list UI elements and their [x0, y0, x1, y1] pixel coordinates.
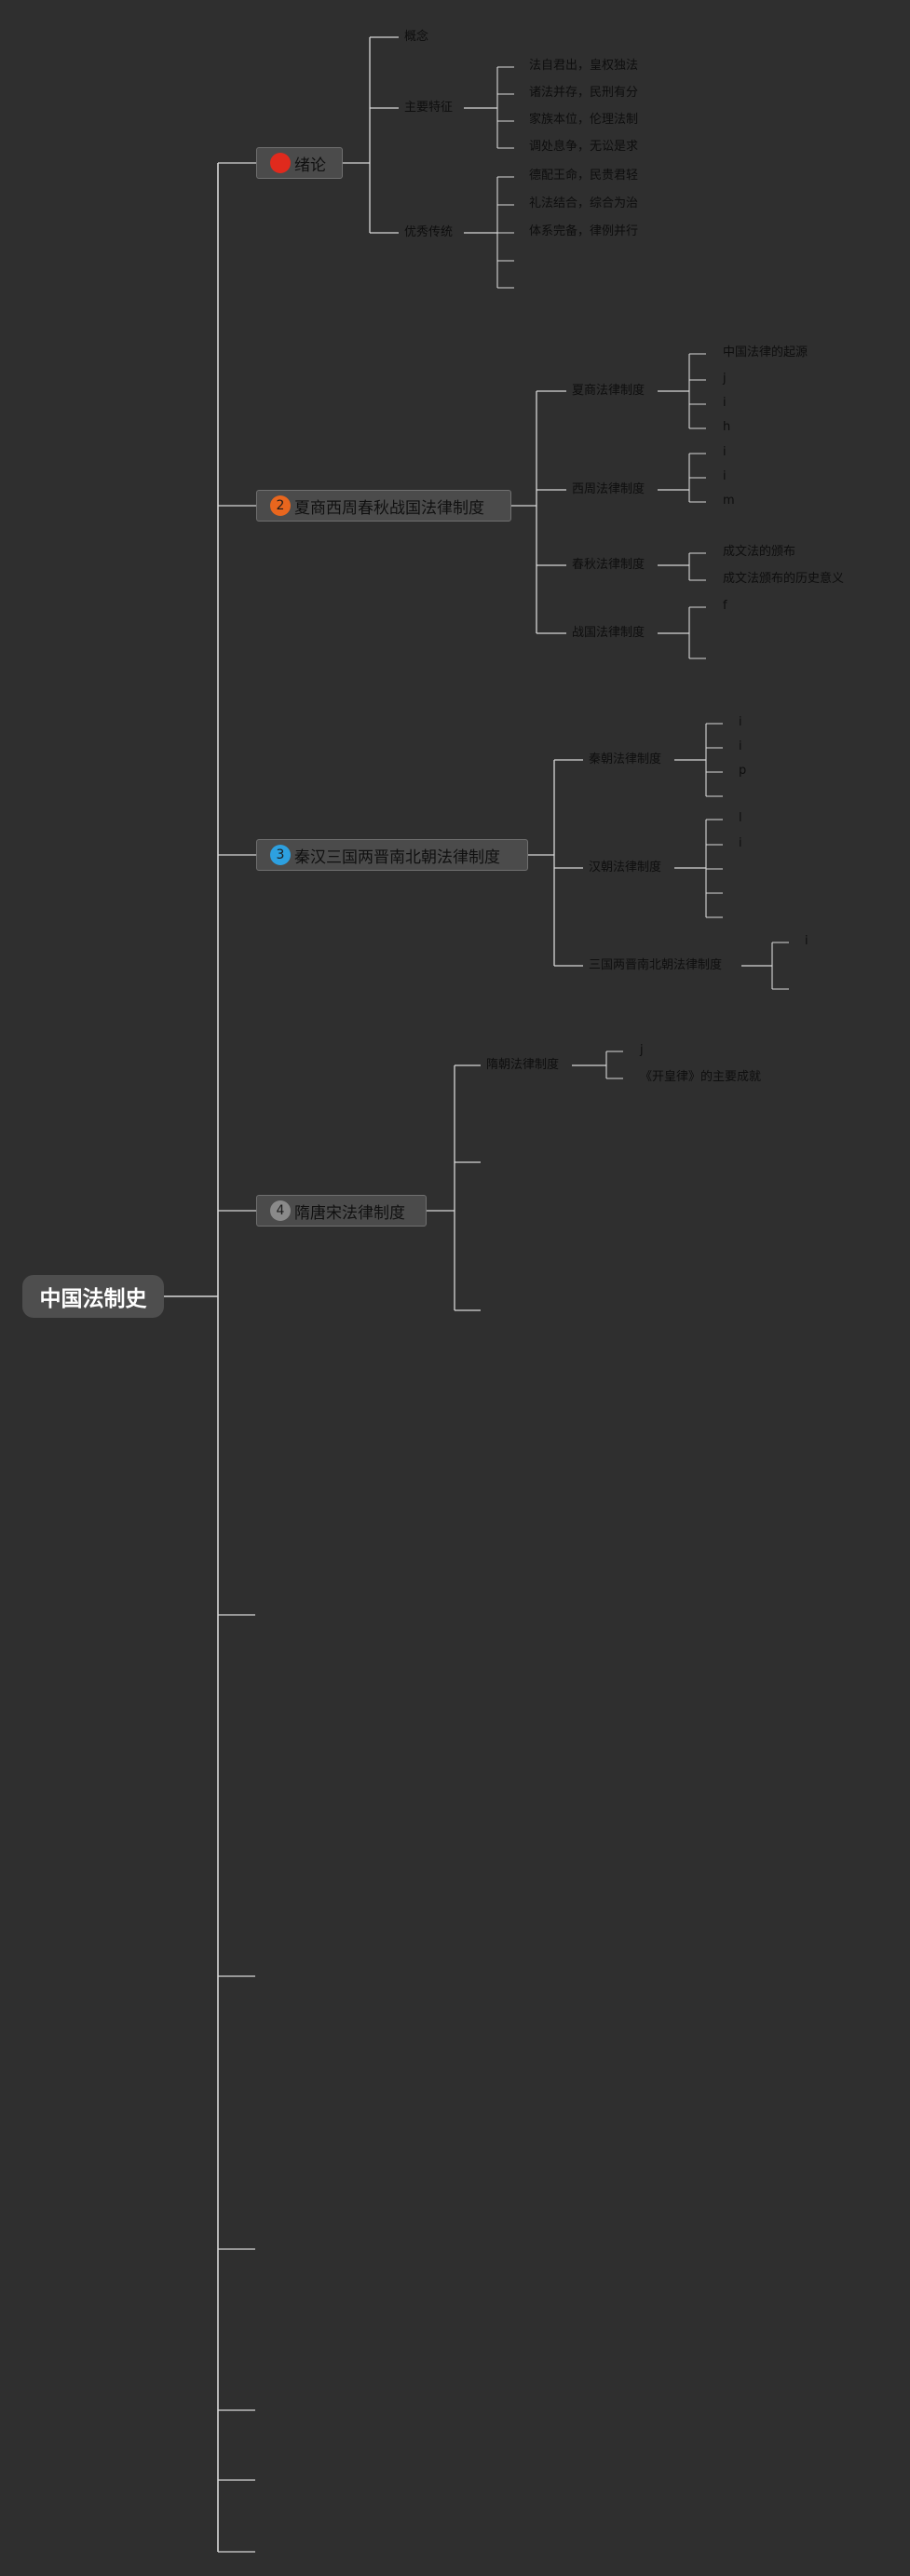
subtopic[interactable]: 三国两晋南北朝法律制度: [589, 958, 723, 972]
leaf-topic[interactable]: m: [723, 494, 735, 508]
leaf-topic[interactable]: 调处息争，无讼是求: [529, 140, 639, 154]
leaf-topic[interactable]: 诸法并存，民刑有分: [529, 86, 639, 100]
leaf-topic[interactable]: 家族本位，伦理法制: [529, 113, 639, 127]
subtopic[interactable]: 夏商法律制度: [572, 384, 645, 398]
root-topic[interactable]: 中国法制史: [22, 1275, 164, 1318]
branch-label: 隋唐宋法律制度: [294, 1203, 405, 1223]
number-badge-icon: 2: [270, 495, 291, 516]
leaf-topic[interactable]: 德配王命，民贵君轻: [529, 169, 639, 183]
leaf-topic[interactable]: 法自君出，皇权独法: [529, 59, 639, 73]
leaf-topic[interactable]: i: [723, 445, 727, 459]
leaf-topic[interactable]: p: [739, 764, 747, 778]
leaf-topic[interactable]: 成文法颁布的历史意义: [723, 572, 845, 586]
leaf-topic[interactable]: i: [723, 469, 727, 483]
branch-label: 绪论: [294, 156, 326, 175]
leaf-topic[interactable]: j: [723, 372, 727, 386]
leaf-topic[interactable]: 《开皇律》的主要成就: [640, 1070, 762, 1084]
subtopic[interactable]: 优秀传统: [404, 225, 454, 239]
leaf-topic[interactable]: 中国法律的起源: [723, 346, 808, 359]
leaf-topic[interactable]: l: [739, 811, 742, 825]
branch-topic[interactable]: 绪论: [256, 147, 343, 179]
subtopic[interactable]: 隋朝法律制度: [486, 1058, 560, 1072]
leaf-topic[interactable]: 礼法结合，综合为治: [529, 197, 639, 210]
leaf-topic[interactable]: i: [739, 739, 742, 753]
subtopic[interactable]: 秦朝法律制度: [589, 752, 662, 766]
leaf-topic[interactable]: 体系完备，律例并行: [529, 224, 639, 238]
subtopic[interactable]: 主要特征: [404, 101, 454, 115]
number-badge-icon: [270, 153, 291, 173]
number-badge-icon: 3: [270, 845, 291, 865]
leaf-topic[interactable]: f: [723, 599, 727, 613]
subtopic[interactable]: 汉朝法律制度: [589, 861, 662, 874]
leaf-topic[interactable]: j: [640, 1043, 644, 1057]
subtopic[interactable]: 西周法律制度: [572, 482, 645, 496]
leaf-topic[interactable]: i: [739, 836, 742, 850]
leaf-topic[interactable]: 成文法的颁布: [723, 545, 796, 559]
number-badge-icon: 4: [270, 1200, 291, 1221]
branch-label: 秦汉三国两晋南北朝法律制度: [294, 847, 500, 867]
branch-label: 夏商西周春秋战国法律制度: [294, 498, 484, 518]
subtopic[interactable]: 概念: [404, 30, 429, 44]
leaf-topic[interactable]: i: [805, 934, 808, 948]
subtopic[interactable]: 春秋法律制度: [572, 558, 645, 572]
leaf-topic[interactable]: i: [723, 396, 727, 410]
leaf-topic[interactable]: h: [723, 420, 731, 434]
subtopic[interactable]: 战国法律制度: [572, 626, 645, 640]
leaf-topic[interactable]: i: [739, 715, 742, 729]
